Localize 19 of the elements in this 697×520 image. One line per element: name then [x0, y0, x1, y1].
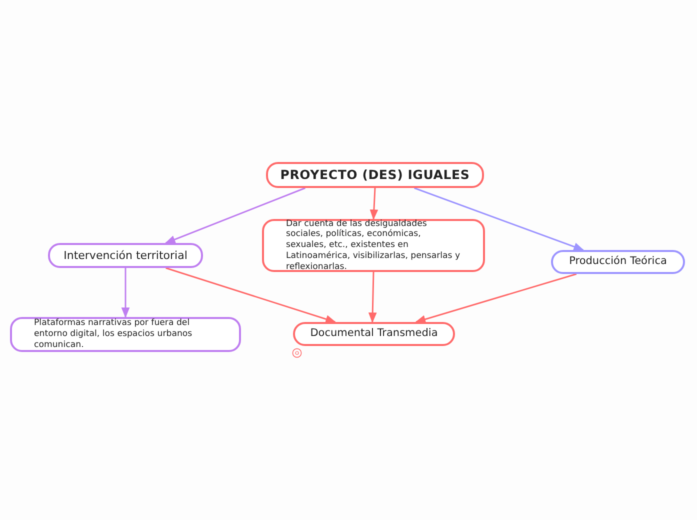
central-topic-title: PROYECTO (DES) IGUALES: [280, 167, 470, 183]
arrow: [370, 188, 378, 220]
topic-box: [266, 162, 484, 188]
topic-box: [551, 250, 685, 274]
arrow: [415, 273, 577, 324]
topic-text: Producción Teórica: [569, 255, 667, 269]
arrow: [121, 268, 130, 318]
topic-text: Dar cuenta de las desigualdades sociales, políticas, económicas, sexuales, etc., existentes en Latinoamérica, visibilizarlas, pensarlas y reflexionarlas.: [286, 218, 461, 272]
arrow: [368, 272, 377, 324]
topic-box: [293, 322, 455, 346]
topic-text: Documental Transmedia: [310, 327, 438, 341]
topic-box: [48, 243, 203, 268]
arrow: [414, 187, 584, 251]
topic-box: [10, 317, 241, 352]
topic-box: [262, 219, 485, 272]
topic-text: Plataformas narrativas por fuera del entorno digital, los espacios urbanos comunican.: [34, 318, 194, 351]
topic-text: Intervención territorial: [64, 248, 188, 262]
arrow: [164, 187, 306, 244]
arrow: [166, 267, 336, 324]
